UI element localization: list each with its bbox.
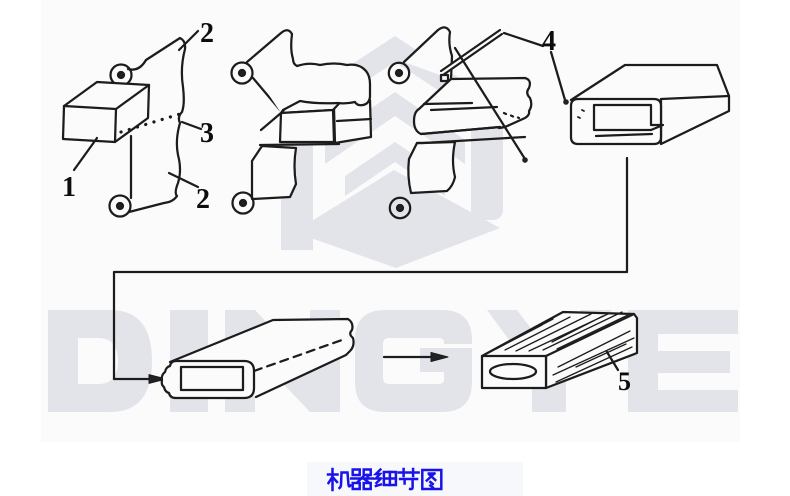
svg-text:2: 2 (196, 184, 210, 215)
svg-text:1: 1 (62, 172, 76, 203)
svg-text:5: 5 (618, 367, 631, 396)
svg-text:2: 2 (200, 18, 214, 49)
svg-text:3: 3 (200, 118, 214, 149)
svg-text:4: 4 (542, 26, 556, 57)
